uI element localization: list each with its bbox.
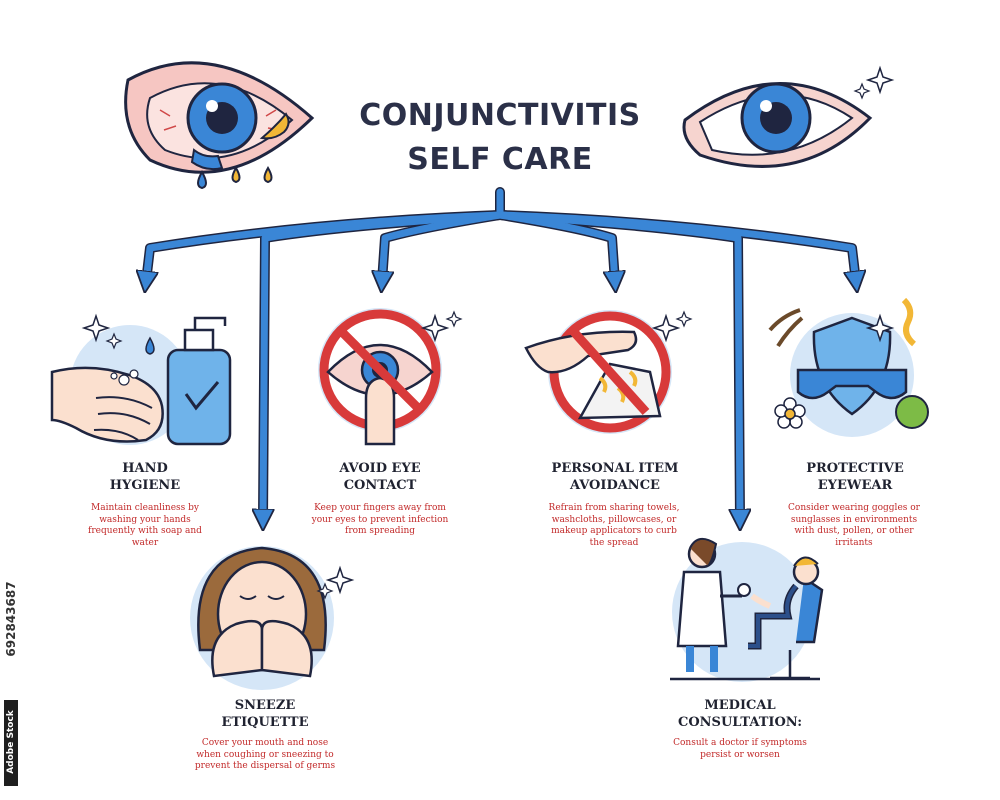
protective-eyewear-label: PROTECTIVE EYEWEAR [806,461,904,493]
hand-hygiene-label: HAND HYGIENE [109,461,181,493]
hand-washing-icon [50,313,232,446]
protective-eyewear-description: Consider wearing goggles or sunglasses i… [788,503,920,548]
flow-arrows [146,187,856,520]
sneeze-etiquette-icon [190,546,355,690]
title-line-2: SELF CARE [407,142,593,177]
personal-item-avoidance-description: Refrain from sharing towels, washcloths,… [548,503,680,548]
protective-eyewear-icon [768,297,929,437]
doctor-consultation-icon [670,537,824,682]
medical-consultation-description: Consult a doctor if symptoms persist or … [673,738,807,760]
avoid-eye-contact-description: Keep your fingers away from your eyes to… [311,503,449,536]
stock-id: 692843687 [4,581,18,657]
medical-consultation-label: MEDICAL CONSULTATION: [678,698,802,730]
sneeze-etiquette-description: Cover your mouth and nose when coughing … [194,738,336,771]
healthy-eye-icon [682,65,895,168]
no-eye-touch-icon [318,308,463,446]
sneeze-etiquette-label: SNEEZE ETIQUETTE [221,698,309,730]
avoid-eye-contact-label: AVOID EYE CONTACT [339,461,421,493]
no-sharing-items-icon [524,310,693,434]
infected-eye-icon [124,61,315,190]
personal-item-avoidance-label: PERSONAL ITEM AVOIDANCE [551,461,679,493]
hand-hygiene-description: Maintain cleanliness by washing your han… [88,503,202,548]
title-line-1: CONJUNCTIVITIS [359,98,641,133]
stock-brand-badge: Adobe Stock [4,700,18,786]
